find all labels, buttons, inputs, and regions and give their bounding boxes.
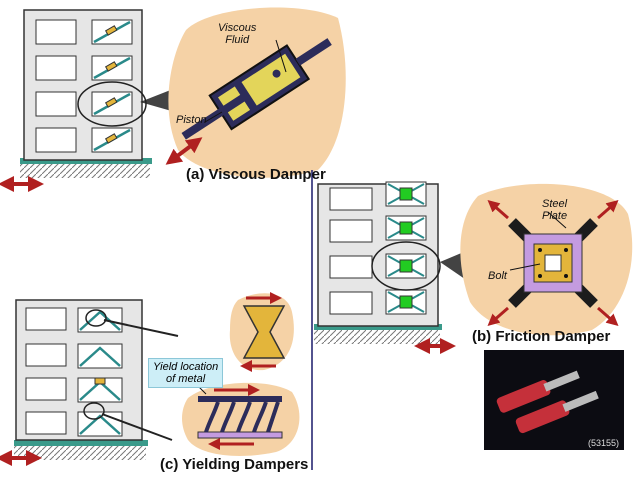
hourglass-plate	[242, 305, 286, 359]
friction-damper-panel	[311, 170, 633, 470]
bolt-leader	[509, 263, 541, 271]
photo-code: (53155)	[588, 438, 620, 448]
window	[329, 291, 373, 315]
friction-caption: (b) Friction Damper	[472, 328, 611, 345]
window	[25, 343, 67, 367]
callout-line-bottom	[101, 413, 173, 441]
top-flange	[198, 396, 282, 402]
yielding-braced-bays	[77, 307, 123, 437]
bottom-flange	[197, 431, 283, 439]
yield-ellipse-top	[85, 309, 107, 327]
fluid-leader	[275, 39, 287, 73]
foundation-b	[314, 324, 442, 330]
friction-braced-bays	[385, 181, 427, 315]
piston-label: Piston	[176, 114, 207, 126]
photo-damper-units	[496, 370, 599, 434]
yield-line2: of metal	[166, 373, 206, 385]
window	[35, 55, 77, 81]
window	[35, 91, 77, 117]
yield-location-label: Yield location of metal	[148, 358, 224, 388]
window	[329, 255, 373, 279]
viscous-damper-panel	[0, 7, 346, 192]
friction-damper-device	[487, 200, 619, 326]
yielding-damper-panel	[0, 292, 300, 466]
window	[25, 411, 67, 435]
steel-plate-label: Steel Plate	[542, 198, 567, 222]
yield-strips	[204, 401, 280, 433]
viscous-fluid-line1: Viscous	[218, 22, 257, 34]
highlight-ellipse-b	[371, 241, 441, 291]
callout-line-top	[103, 319, 179, 337]
highlight-ellipse-a	[77, 81, 147, 127]
braced-bays-a	[91, 19, 133, 153]
steel-line1: Steel	[542, 198, 568, 210]
ground-hatch-c	[14, 444, 146, 460]
foundation-a	[20, 158, 152, 164]
yielding-caption: (c) Yielding Dampers	[160, 456, 309, 473]
window	[329, 219, 373, 243]
window	[35, 127, 77, 153]
yield-ellipse-bottom	[83, 402, 105, 420]
window	[35, 19, 77, 45]
viscous-caption: (a) Viscous Damper	[186, 166, 326, 183]
window	[329, 187, 373, 211]
viscous-fluid-label: Viscous Fluid	[218, 22, 256, 46]
ground-hatch-b	[314, 330, 440, 344]
window	[25, 377, 67, 401]
bolt-label: Bolt	[488, 270, 507, 282]
window	[25, 307, 67, 331]
yield-line1: Yield location	[153, 361, 219, 373]
steel-line2: Plate	[542, 210, 568, 222]
foundation-c	[14, 440, 148, 446]
piston-leader	[204, 111, 223, 123]
viscous-fluid-line2: Fluid	[225, 34, 250, 46]
steel-plate-leader	[547, 211, 567, 229]
piston-motion-arrow	[165, 137, 203, 165]
ground-hatch-a	[20, 162, 150, 178]
